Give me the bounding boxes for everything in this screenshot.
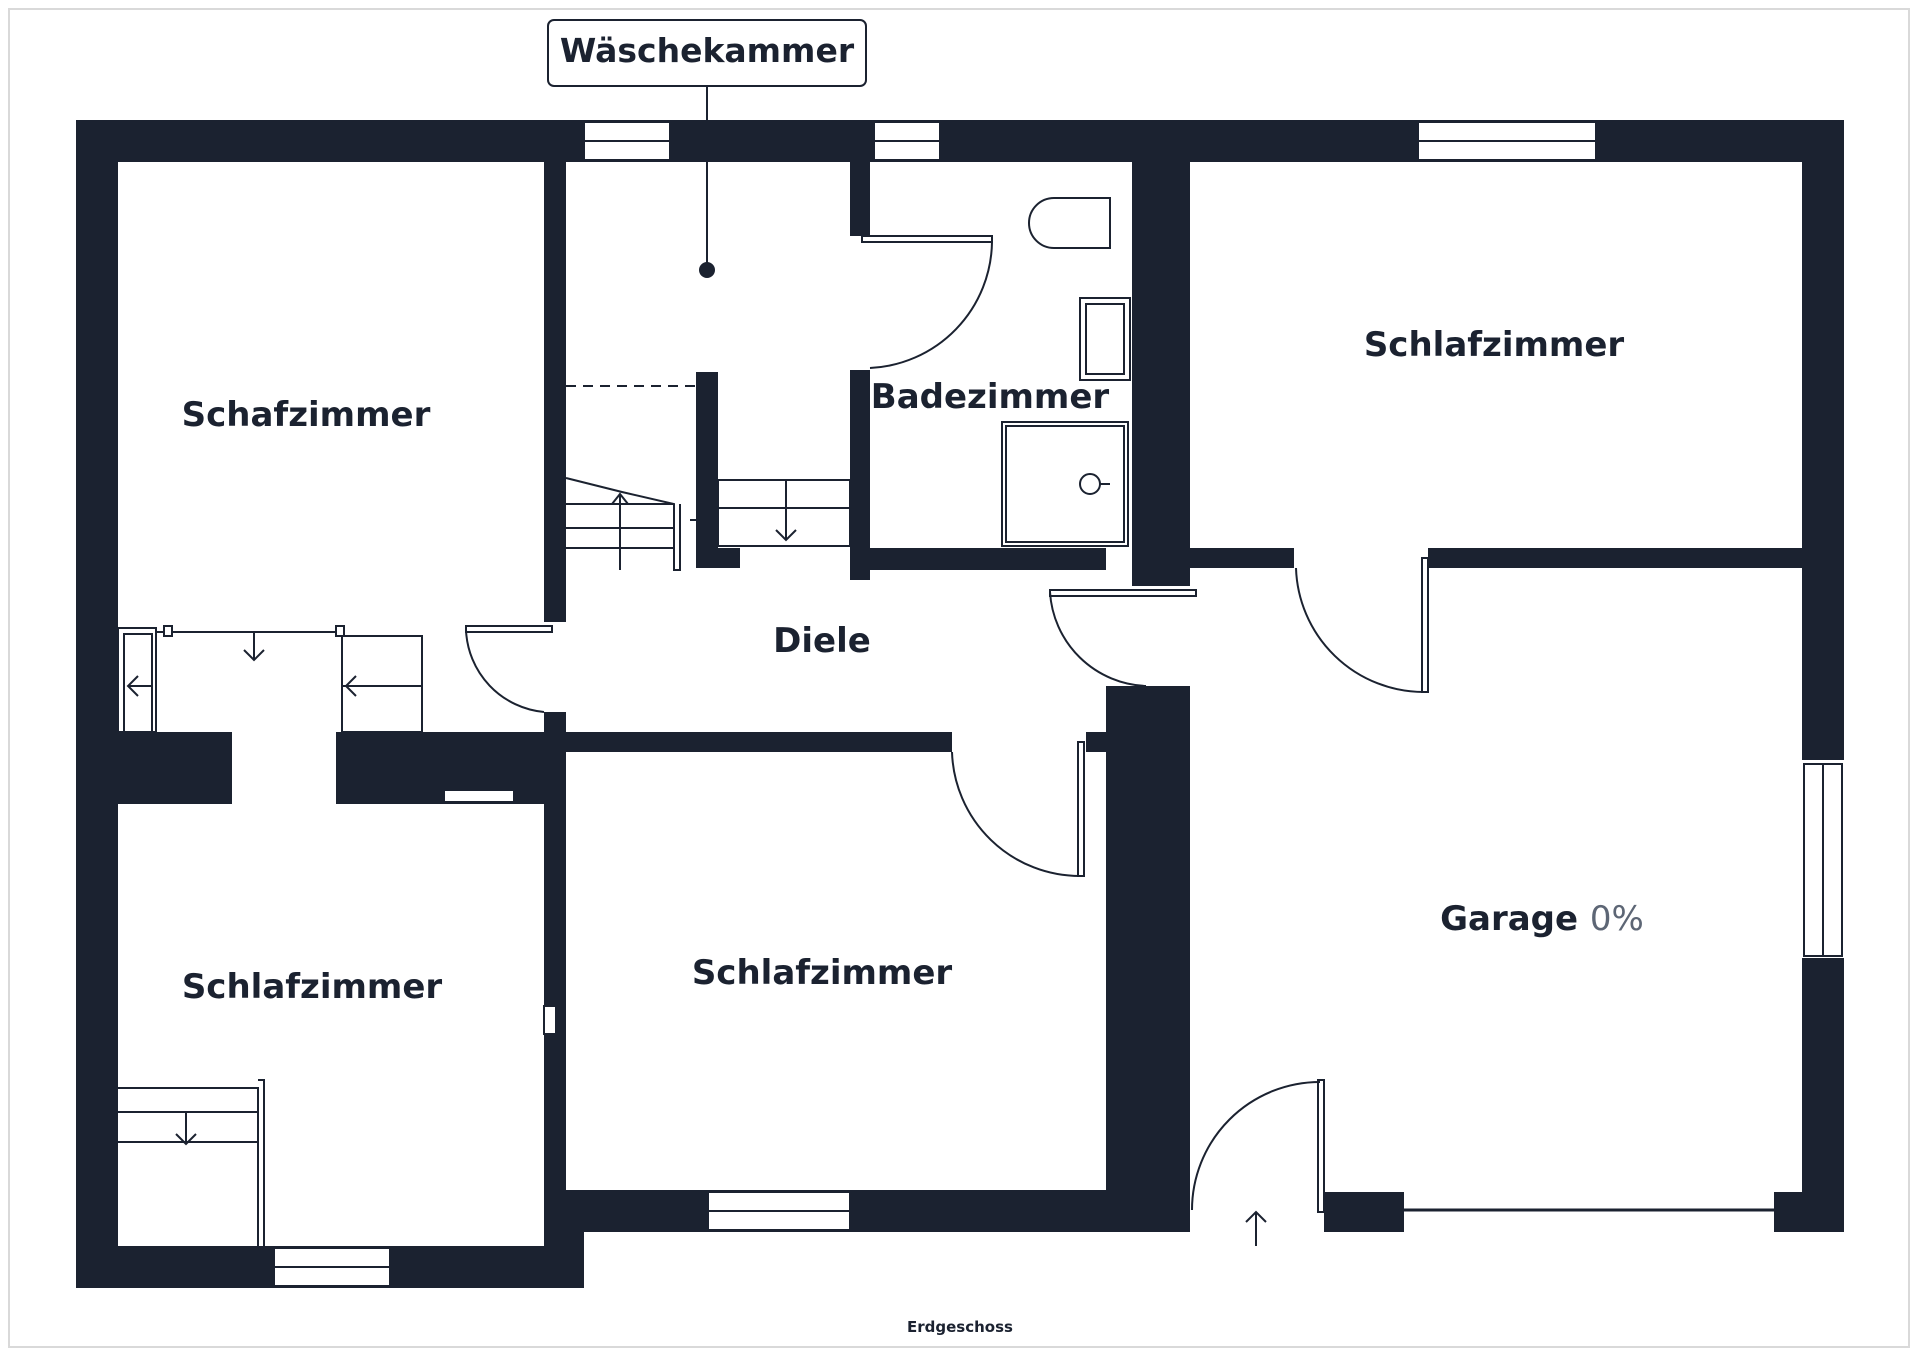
room-label-schlafzimmer-s: Schlafzimmer	[692, 953, 953, 993]
fixtures	[117, 197, 1267, 1246]
room-label-badezimmer: Badezimmer	[871, 377, 1110, 417]
page-frame	[8, 8, 1910, 1348]
room-label-schlafzimmer-sw: Schlafzimmer	[182, 967, 443, 1007]
walls	[76, 120, 1844, 1288]
garage-percent: 0%	[1590, 899, 1644, 939]
room-label-schafzimmer: Schafzimmer	[182, 395, 431, 435]
garage-name: Garage	[1440, 899, 1578, 939]
windows	[273, 121, 1843, 1287]
waeschekammer-callout: Wäschekammer	[547, 19, 867, 278]
callout-dot	[699, 262, 715, 278]
room-label-garage: Garage 0%	[1440, 899, 1644, 939]
room-label-diele: Diele	[773, 621, 871, 661]
floor-caption: Erdgeschoss	[907, 1318, 1013, 1336]
doors	[465, 235, 1429, 1213]
callout-label: Wäschekammer	[560, 31, 855, 70]
room-label-schlafzimmer-ne: Schlafzimmer	[1364, 325, 1625, 365]
room-labels: Schafzimmer Badezimmer Schlafzimmer Diel…	[182, 325, 1644, 1007]
